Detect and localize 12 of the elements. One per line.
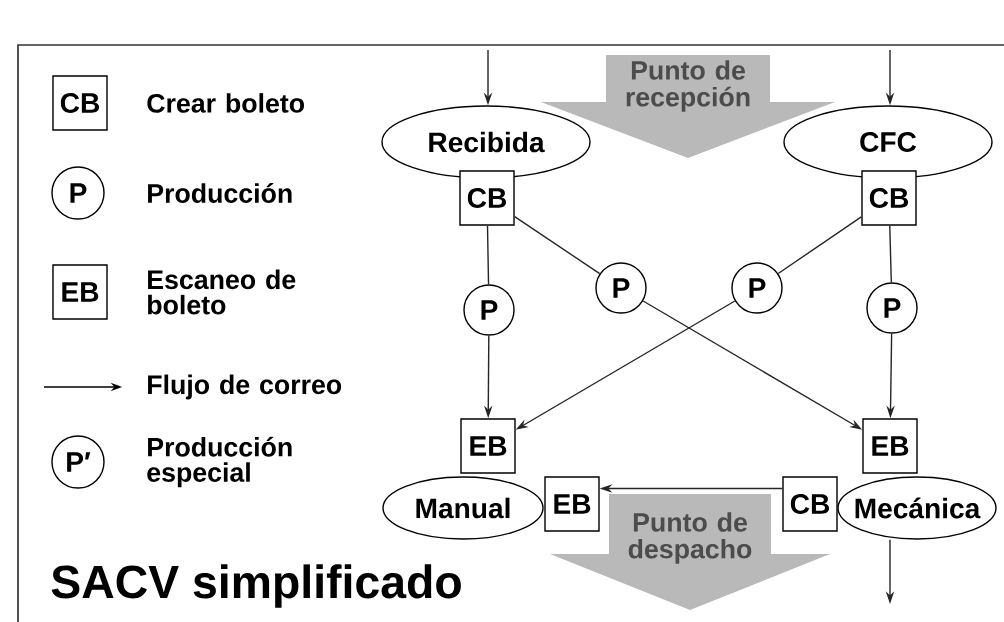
symbol-box: EB [862, 418, 918, 474]
symbol-box: EB [544, 476, 600, 532]
title: SACV simplificado [51, 564, 461, 608]
symbol-box: CB [782, 476, 838, 532]
legend-text: Escaneo de boleto [148, 269, 296, 315]
legend-text: Crear boleto [147, 93, 304, 113]
legend-text: Flujo de correo [148, 374, 342, 400]
symbol-box: CB [459, 170, 515, 226]
symbol-box: EB [460, 418, 516, 474]
symbol-box: CB [861, 170, 917, 226]
legend-text: Producción especial [147, 436, 292, 488]
legend-text: Producción [148, 183, 292, 203]
